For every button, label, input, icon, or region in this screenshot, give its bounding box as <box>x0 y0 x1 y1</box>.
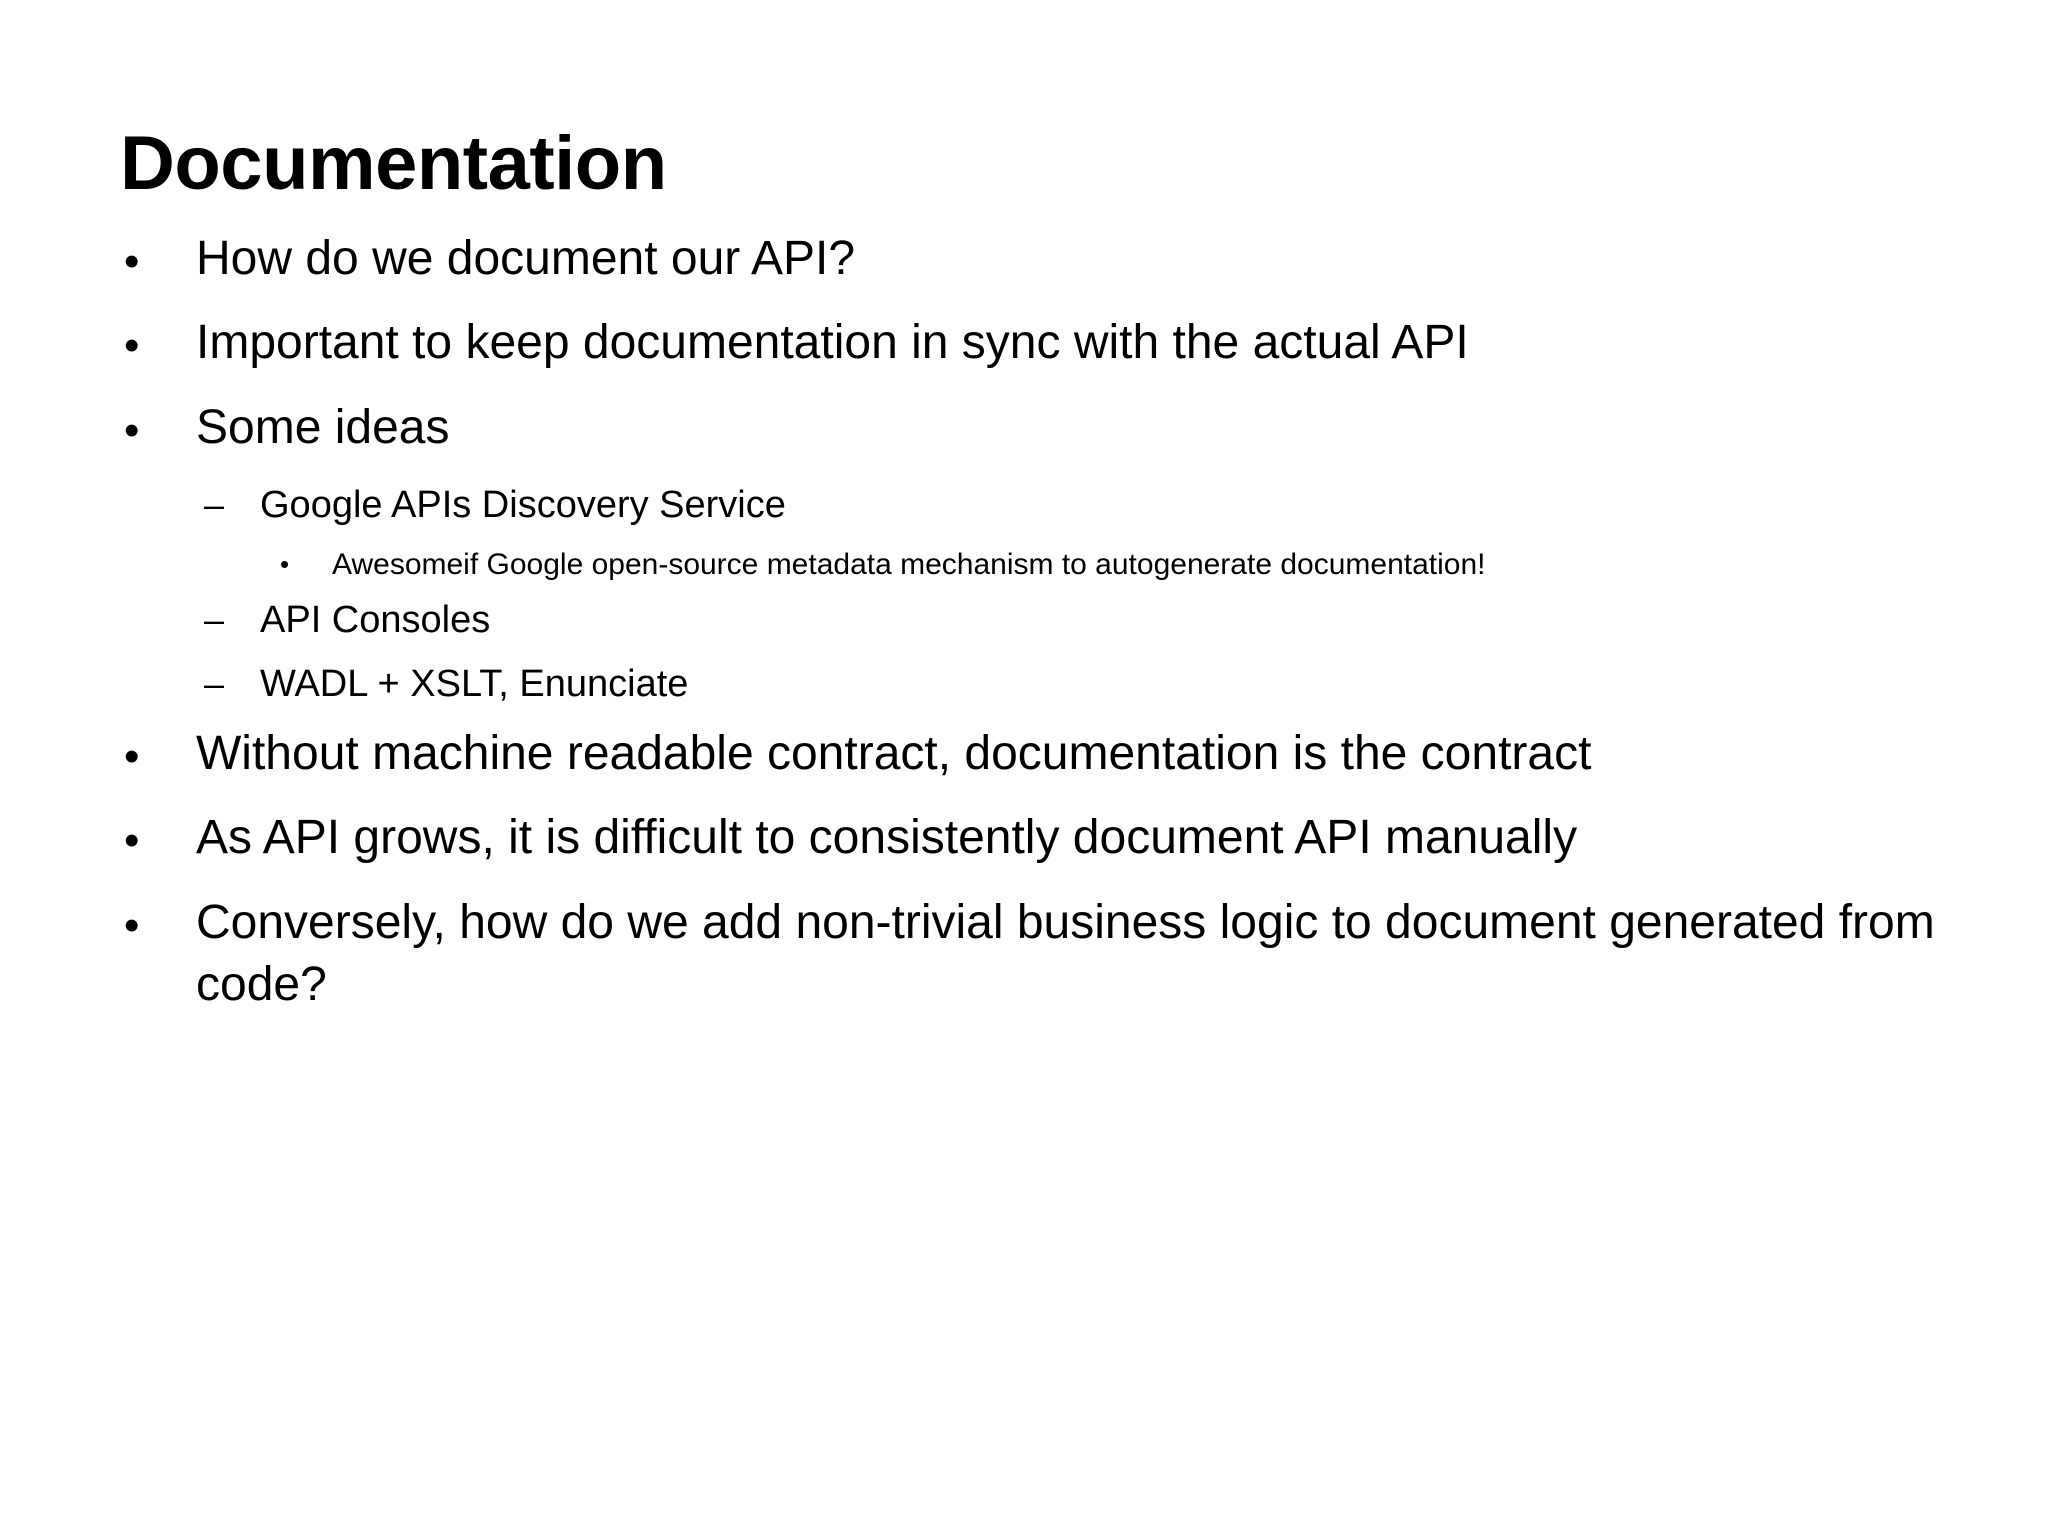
page-title: Documentation <box>120 120 667 206</box>
bullet-dash-icon: – <box>204 484 225 526</box>
list-item-text: As API grows, it is difficult to consist… <box>196 811 1578 865</box>
list-item: • Awesomeif Google open-source metadata … <box>112 545 1948 585</box>
bullet-dot-icon: • <box>124 816 140 866</box>
list-item-text: Important to keep documentation in sync … <box>196 316 1469 370</box>
bullet-list: • How do we document our API? • Importan… <box>112 228 1948 1039</box>
list-item: – WADL + XSLT, Enunciate <box>112 660 1948 709</box>
list-item-text: Awesomeif Google open-source metadata me… <box>332 547 1486 581</box>
list-item: – API Consoles <box>112 596 1948 645</box>
list-item-text: Google APIs Discovery Service <box>260 484 786 527</box>
list-item: • How do we document our API? <box>112 228 1948 290</box>
bullet-dot-small-icon: • <box>280 548 290 579</box>
list-item: • Without machine readable contract, doc… <box>112 723 1948 785</box>
list-item-text: Some ideas <box>196 400 450 454</box>
list-item: • Important to keep documentation in syn… <box>112 312 1948 374</box>
list-item: • Some ideas <box>112 397 1948 459</box>
list-item-text: Without machine readable contract, docum… <box>196 726 1592 780</box>
bullet-dash-icon: – <box>204 662 225 704</box>
bullet-dot-icon: • <box>124 900 140 950</box>
bullet-dot-icon: • <box>124 405 140 455</box>
list-item-text: API Consoles <box>260 599 491 642</box>
list-item-text: How do we document our API? <box>196 232 856 285</box>
list-item: • As API grows, it is difficult to consi… <box>112 807 1948 869</box>
bullet-dot-icon: • <box>124 731 140 781</box>
list-item-text: WADL + XSLT, Enunciate <box>260 662 689 705</box>
list-item: • Conversely, how do we add non-trivial … <box>112 892 1948 1017</box>
bullet-dash-icon: – <box>204 599 225 641</box>
bullet-dot-icon: • <box>124 237 140 286</box>
list-item: – Google APIs Discovery Service <box>112 481 1948 530</box>
list-item-text: Conversely, how do we add non-trivial bu… <box>196 895 1935 1012</box>
bullet-dot-icon: • <box>124 321 140 371</box>
